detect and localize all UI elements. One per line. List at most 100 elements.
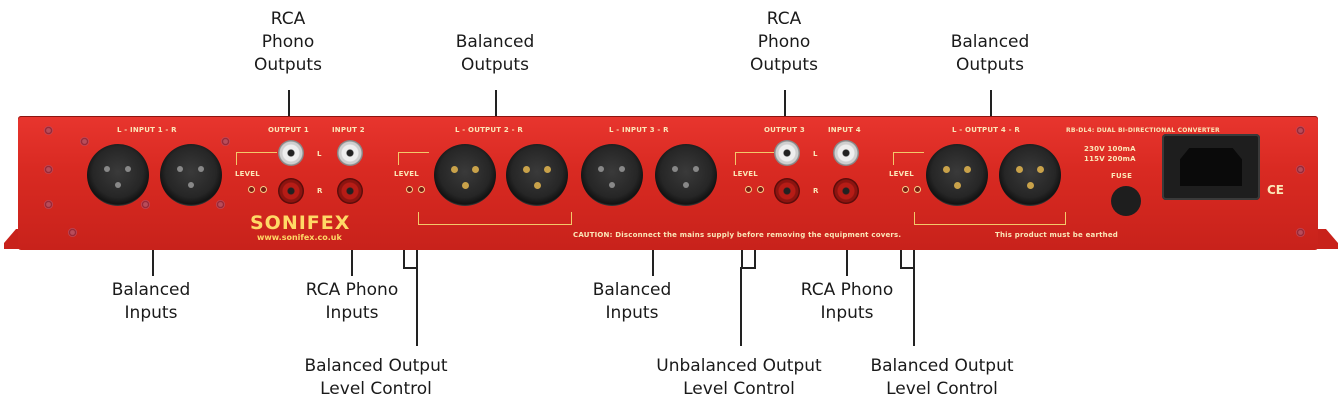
xlr-input-3-left bbox=[581, 144, 643, 206]
screw bbox=[68, 228, 77, 237]
label-r: R bbox=[813, 187, 819, 195]
label-level: LEVEL bbox=[235, 170, 260, 178]
led bbox=[248, 186, 255, 193]
led bbox=[745, 186, 752, 193]
xlr-output-4-left bbox=[926, 144, 988, 206]
callout-line: Unbalanced Output bbox=[656, 356, 822, 376]
leader-line bbox=[741, 250, 743, 268]
callout-line: Outputs bbox=[461, 55, 529, 75]
callout-line: Balanced bbox=[111, 280, 191, 300]
leader-line bbox=[652, 250, 654, 276]
output-bracket bbox=[914, 212, 1066, 225]
screw bbox=[1296, 126, 1305, 135]
callout-balanced-output-level-2: Balanced Output Level Control bbox=[276, 355, 476, 401]
label-input-2: INPUT 2 bbox=[332, 126, 365, 134]
callout-unbalanced-output-level: Unbalanced Output Level Control bbox=[619, 355, 859, 401]
callout-line: Balanced Output bbox=[304, 356, 448, 376]
screw bbox=[1296, 228, 1305, 237]
callout-balanced-output-level-4: Balanced Output Level Control bbox=[842, 355, 1042, 401]
leader-line bbox=[913, 250, 915, 346]
callout-line: Phono bbox=[261, 32, 315, 52]
callout-line: RCA Phono bbox=[800, 280, 894, 300]
leader-line bbox=[416, 250, 418, 346]
xlr-output-4-right bbox=[999, 144, 1061, 206]
label-output-1: OUTPUT 1 bbox=[268, 126, 309, 134]
label-output-4: L - OUTPUT 4 - R bbox=[952, 126, 1020, 134]
rca-input-4-left bbox=[833, 140, 859, 166]
label-power-115v: 115V 200mA bbox=[1084, 155, 1136, 163]
leader-line bbox=[403, 267, 418, 269]
callout-line: Balanced bbox=[950, 32, 1030, 52]
leader-line bbox=[900, 250, 902, 268]
rca-input-2-right bbox=[337, 178, 363, 204]
screw bbox=[216, 200, 225, 209]
led bbox=[902, 186, 909, 193]
label-input-1: L - INPUT 1 - R bbox=[117, 126, 177, 134]
callout-line: Inputs bbox=[325, 303, 379, 323]
callout-line: Level Control bbox=[886, 379, 998, 399]
output-bracket bbox=[418, 212, 572, 225]
callout-line: RCA bbox=[766, 9, 802, 29]
callout-line: Level Control bbox=[683, 379, 795, 399]
screw bbox=[1296, 165, 1305, 174]
screw bbox=[221, 137, 230, 146]
label-model: RB-DL4: DUAL BI-DIRECTIONAL CONVERTER bbox=[1066, 127, 1220, 134]
leader-line bbox=[741, 267, 756, 269]
leader-line bbox=[900, 267, 915, 269]
ce-mark: CE bbox=[1267, 183, 1285, 197]
earthed-text: This product must be earthed bbox=[995, 231, 1118, 239]
label-input-3: L - INPUT 3 - R bbox=[609, 126, 669, 134]
rca-input-4-right bbox=[833, 178, 859, 204]
rca-output-1-right bbox=[278, 178, 304, 204]
led bbox=[418, 186, 425, 193]
leader-line bbox=[990, 90, 992, 118]
level-bracket bbox=[398, 152, 429, 165]
callout-balanced-inputs-3: Balanced Inputs bbox=[567, 279, 697, 325]
label-input-4: INPUT 4 bbox=[828, 126, 861, 134]
level-bracket bbox=[893, 152, 924, 165]
label-output-2: L - OUTPUT 2 - R bbox=[455, 126, 523, 134]
leader-line bbox=[784, 90, 786, 118]
callout-rca-phono-inputs-4: RCA Phono Inputs bbox=[757, 279, 937, 325]
callout-line: Outputs bbox=[254, 55, 322, 75]
callout-line: Inputs bbox=[124, 303, 178, 323]
led bbox=[914, 186, 921, 193]
caution-text: CAUTION: Disconnect the mains supply bef… bbox=[573, 231, 902, 239]
xlr-output-2-left bbox=[434, 144, 496, 206]
callout-rca-phono-outputs-1: RCA Phono Outputs bbox=[238, 8, 338, 77]
rca-output-1-left bbox=[278, 140, 304, 166]
led bbox=[757, 186, 764, 193]
callout-line: Balanced bbox=[455, 32, 535, 52]
callout-balanced-outputs-2: Balanced Outputs bbox=[445, 31, 545, 77]
iec-power-socket bbox=[1162, 134, 1260, 200]
screw bbox=[80, 137, 89, 146]
label-r: R bbox=[317, 187, 323, 195]
fuse-holder bbox=[1111, 186, 1141, 216]
callout-line: RCA Phono bbox=[305, 280, 399, 300]
leader-line bbox=[152, 250, 154, 276]
screw bbox=[44, 200, 53, 209]
callout-line: Inputs bbox=[820, 303, 874, 323]
rca-output-3-left bbox=[774, 140, 800, 166]
leader-line bbox=[403, 250, 405, 268]
label-output-3: OUTPUT 3 bbox=[764, 126, 805, 134]
callout-line: Inputs bbox=[605, 303, 659, 323]
xlr-input-1-right bbox=[160, 144, 222, 206]
callout-balanced-outputs-4: Balanced Outputs bbox=[940, 31, 1040, 77]
label-fuse: FUSE bbox=[1111, 172, 1133, 180]
label-power-230v: 230V 100mA bbox=[1084, 145, 1136, 153]
led bbox=[260, 186, 267, 193]
callout-balanced-inputs-1: Balanced Inputs bbox=[86, 279, 216, 325]
label-level: LEVEL bbox=[889, 170, 914, 178]
screw bbox=[141, 200, 150, 209]
level-bracket bbox=[735, 152, 776, 165]
leader-line bbox=[740, 267, 742, 346]
xlr-input-3-right bbox=[655, 144, 717, 206]
callout-rca-phono-inputs-2: RCA Phono Inputs bbox=[262, 279, 442, 325]
label-l: L bbox=[813, 150, 818, 158]
leader-line bbox=[288, 90, 290, 118]
leader-line bbox=[846, 250, 848, 276]
screw bbox=[44, 165, 53, 174]
callout-line: Balanced bbox=[592, 280, 672, 300]
sonifex-url: www.sonifex.co.uk bbox=[257, 233, 342, 242]
